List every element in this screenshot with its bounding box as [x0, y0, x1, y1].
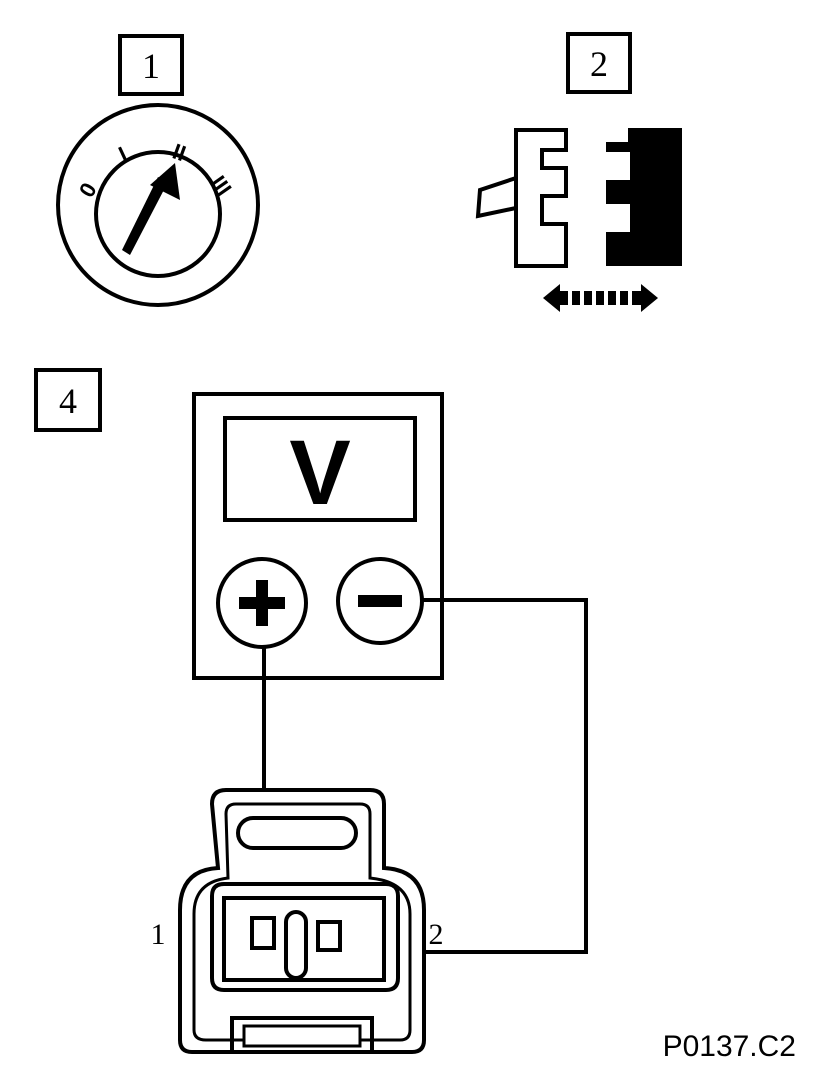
plus-terminal-icon	[216, 557, 308, 649]
voltmeter-display	[223, 416, 417, 522]
reference-code: P0137.C2	[663, 1030, 796, 1063]
minus-terminal-icon	[336, 557, 424, 645]
voltmeter-icon: V	[192, 392, 444, 680]
step-4-box: 4	[34, 368, 102, 432]
step-1-label: 1	[142, 46, 160, 86]
pin-2	[316, 920, 342, 952]
pin-2-label: 2	[429, 918, 444, 951]
separate-arrow-icon	[543, 284, 658, 312]
sensor-connector-icon	[178, 788, 426, 1054]
ignition-key-pointer	[122, 163, 180, 255]
pin-1	[250, 916, 276, 950]
step-4-label: 4	[59, 381, 77, 421]
ignition-switch-icon: 0 I II III	[56, 103, 260, 307]
voltmeter-unit: V	[289, 422, 350, 524]
step-2-label: 2	[590, 44, 608, 84]
step-2-box: 2	[566, 32, 632, 94]
pin-1-label: 1	[151, 918, 166, 951]
step-1-box: 1	[118, 34, 184, 96]
key-rib	[284, 910, 308, 980]
negative-lead	[336, 598, 588, 954]
connector-disconnect-icon	[475, 128, 682, 312]
